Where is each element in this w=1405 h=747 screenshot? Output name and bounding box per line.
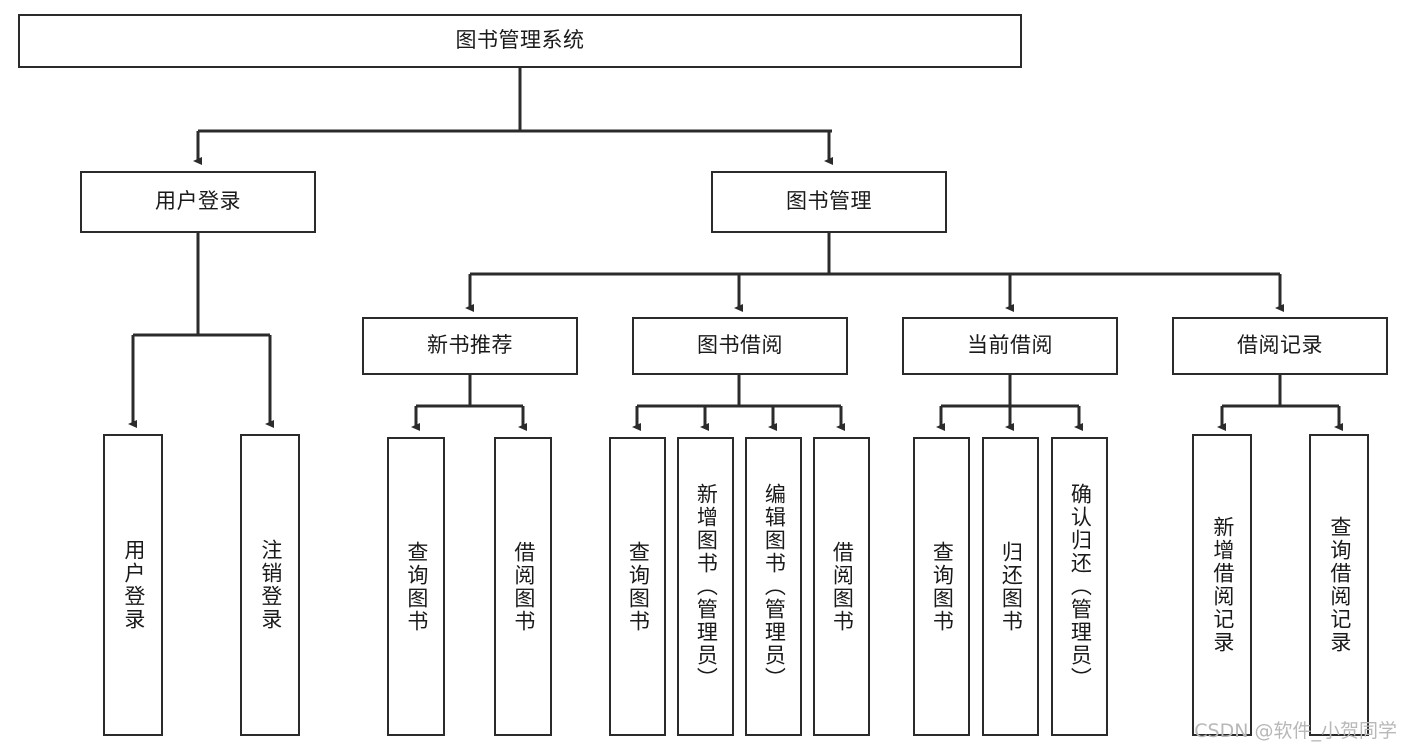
node-label: 查询图书 [404, 540, 429, 633]
node-label: 用户登录 [155, 189, 241, 214]
node-label: 注销登录 [258, 539, 283, 631]
node-current-borrow[interactable]: 当前借阅 [902, 317, 1118, 375]
node-book-management[interactable]: 图书管理 [711, 171, 947, 233]
node-borrow-record[interactable]: 借阅记录 [1172, 317, 1388, 375]
leaf-record-query-record[interactable]: 查询借阅记录 [1309, 434, 1369, 736]
leaf-borrow-query-book[interactable]: 查询图书 [609, 437, 666, 736]
node-label: 确认归还（管理员） [1068, 483, 1093, 690]
leaf-borrow-edit-book-admin[interactable]: 编辑图书（管理员） [745, 437, 802, 736]
node-book-borrow[interactable]: 图书借阅 [632, 317, 848, 375]
node-label: 借阅记录 [1237, 333, 1323, 358]
node-label: 图书借阅 [697, 333, 783, 358]
node-label: 当前借阅 [967, 333, 1053, 358]
node-label: 归还图书 [999, 540, 1024, 633]
node-label: 用户登录 [121, 539, 146, 631]
leaf-current-confirm-return-admin[interactable]: 确认归还（管理员） [1051, 437, 1108, 736]
node-label: 编辑图书（管理员） [762, 483, 787, 690]
leaf-user-login-login[interactable]: 用户登录 [103, 434, 163, 736]
node-label: 新书推荐 [427, 333, 513, 358]
node-label: 图书管理 [786, 189, 872, 214]
leaf-current-query-book[interactable]: 查询图书 [913, 437, 970, 736]
node-label: 新增借阅记录 [1210, 516, 1235, 654]
leaf-current-return-book[interactable]: 归还图书 [982, 437, 1039, 736]
node-label: 借阅图书 [830, 540, 855, 633]
node-label: 借阅图书 [511, 540, 536, 633]
leaf-recommend-borrow-book[interactable]: 借阅图书 [494, 437, 552, 736]
node-label: 新增图书（管理员） [694, 483, 719, 690]
node-new-book-recommend[interactable]: 新书推荐 [362, 317, 578, 375]
leaf-recommend-query-book[interactable]: 查询图书 [387, 437, 445, 736]
leaf-user-login-logout[interactable]: 注销登录 [240, 434, 300, 736]
node-label: 查询借阅记录 [1327, 516, 1352, 654]
node-user-login[interactable]: 用户登录 [80, 171, 316, 233]
node-root-system[interactable]: 图书管理系统 [18, 14, 1022, 68]
node-label: 查询图书 [930, 540, 955, 633]
node-label: 查询图书 [626, 540, 651, 633]
leaf-borrow-borrow-book[interactable]: 借阅图书 [813, 437, 870, 736]
leaf-borrow-add-book-admin[interactable]: 新增图书（管理员） [677, 437, 734, 736]
node-label: 图书管理系统 [455, 28, 585, 53]
leaf-record-add-record[interactable]: 新增借阅记录 [1192, 434, 1252, 736]
csdn-watermark: CSDN @软件_小贺同学 [1194, 720, 1397, 742]
